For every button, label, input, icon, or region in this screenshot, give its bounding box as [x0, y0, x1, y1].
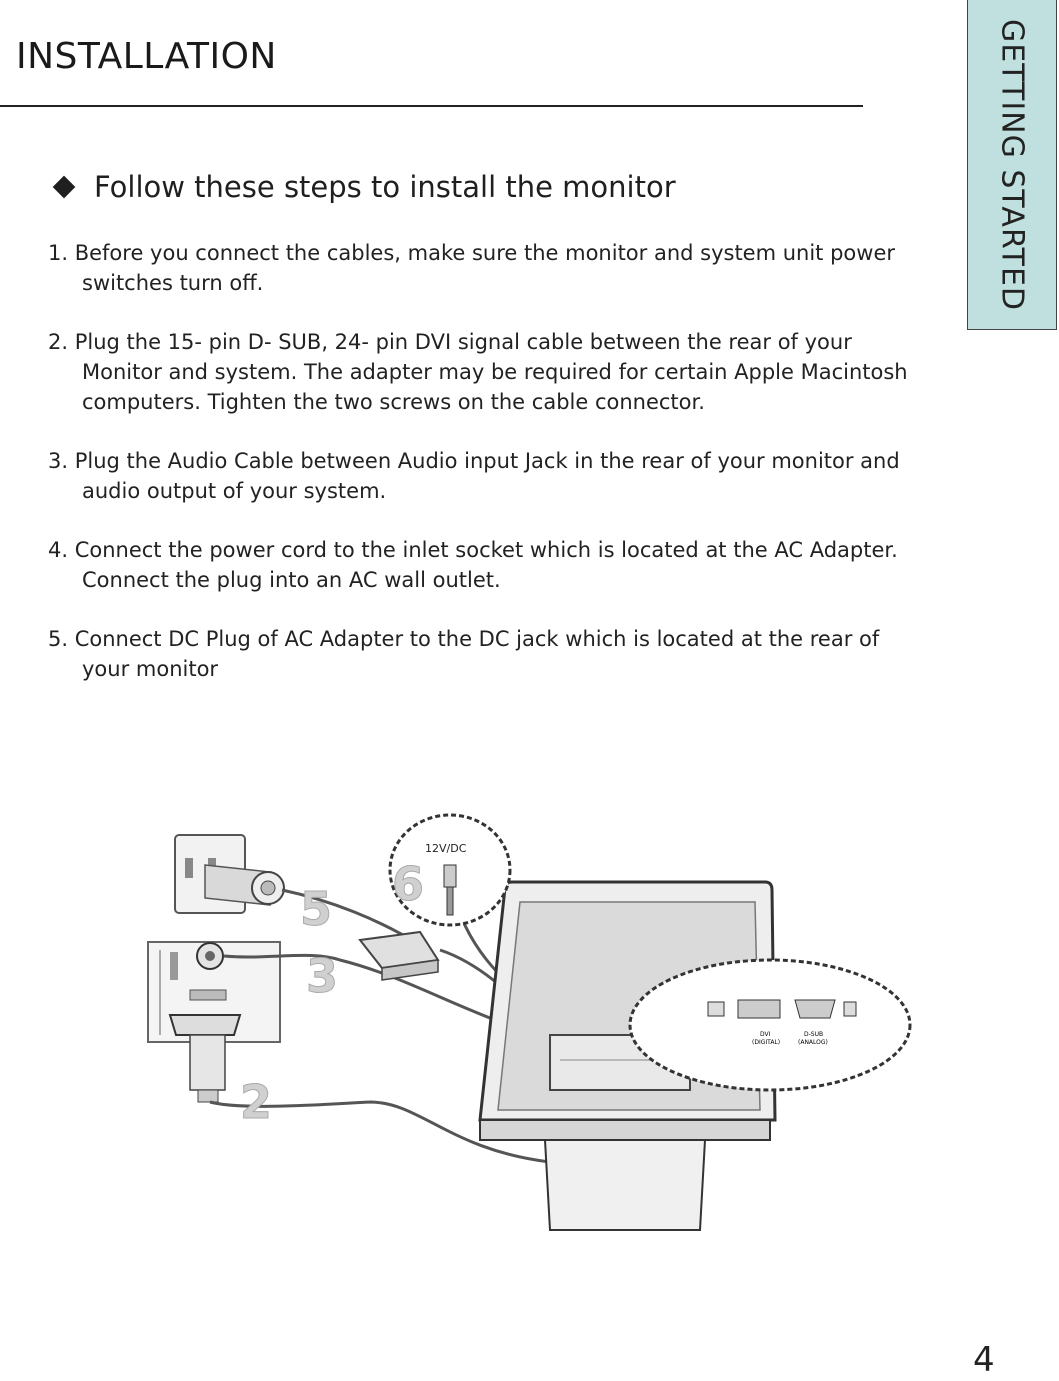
- section-heading: Follow these steps to install the monito…: [50, 170, 676, 204]
- section-tab: GETTING STARTED: [967, 0, 1057, 330]
- ports-callout: DVI (DIGITAL) D-SUB (ANALOG): [628, 958, 912, 1092]
- callout-2: 2: [240, 1075, 272, 1129]
- page-title: INSTALLATION: [16, 36, 277, 77]
- dsub-port-sublabel: (ANALOG): [798, 1039, 828, 1046]
- diamond-bullet-icon: [52, 175, 76, 199]
- page-number: 4: [973, 1340, 995, 1380]
- step-3: 3. Plug the Audio Cable between Audio in…: [48, 449, 900, 503]
- dvi-port-sublabel: (DIGITAL): [752, 1039, 780, 1046]
- title-divider: [0, 105, 863, 107]
- dsub-port-label: D-SUB: [804, 1031, 823, 1038]
- section-tab-label: GETTING STARTED: [994, 18, 1030, 312]
- step-2: 2. Plug the 15- pin D- SUB, 24- pin DVI …: [48, 330, 908, 414]
- dvi-port-label: DVI: [760, 1031, 771, 1038]
- ac-adapter-icon: [358, 930, 440, 981]
- callout-6: 6: [392, 857, 424, 911]
- step-5: 5. Connect DC Plug of AC Adapter to the …: [48, 627, 880, 681]
- step-1: 1. Before you connect the cables, make s…: [48, 241, 896, 295]
- dc-jack-callout: 12V/DC: [388, 813, 512, 927]
- installation-diagram: 12V/DC DVI (DIGITAL) D-SUB (ANALOG) 5 6 …: [147, 813, 912, 1231]
- section-heading-text: Follow these steps to install the monito…: [94, 170, 676, 204]
- callout-5: 5: [300, 882, 332, 936]
- wall-outlet-icon: [174, 834, 285, 914]
- dc-label: 12V/DC: [425, 842, 467, 855]
- pc-rear-panel: [147, 941, 281, 1103]
- callout-3: 3: [306, 949, 338, 1003]
- installation-steps: 1. Before you connect the cables, make s…: [48, 238, 928, 713]
- step-4: 4. Connect the power cord to the inlet s…: [48, 538, 898, 592]
